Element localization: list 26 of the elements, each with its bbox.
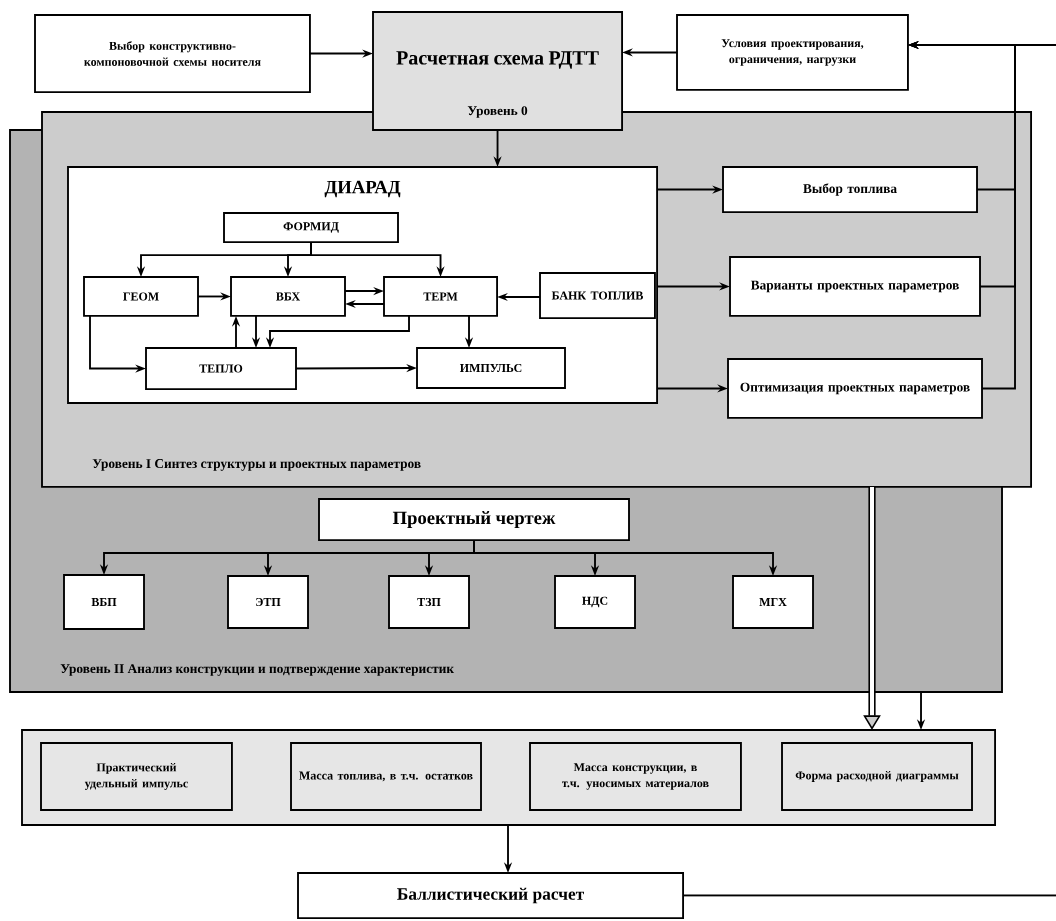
input-box: Выбор конструктивно-компоновочной схемы носителя: [34, 14, 311, 93]
module-box: ВБХ: [230, 276, 346, 317]
module-box: БАНК ТОПЛИВ: [539, 272, 656, 319]
module-box: ВБП: [63, 574, 145, 630]
process-box: Баллистический расчет: [297, 872, 684, 919]
module-box: ЭТП: [227, 575, 309, 629]
connector-line: [682, 894, 1056, 897]
output-box: Форма расходной диаграммы: [781, 742, 973, 811]
module-box: МГХ: [732, 575, 814, 629]
input-box: Условия проектирования, ограничения, нагрузки: [676, 14, 909, 91]
output-box: Практический удельный импульс: [40, 742, 233, 811]
arrow: [863, 486, 881, 730]
output-box: Масса конструкции, в т.ч. уносимых материалов: [529, 742, 742, 811]
output-box: Масса топлива, в т.ч. остатков: [290, 742, 482, 811]
process-box: Проектный чертеж: [318, 498, 630, 541]
module-box: ТЕПЛО: [145, 347, 297, 390]
process-box: Оптимизация проектных параметров: [727, 358, 983, 419]
module-box: ИМПУЛЬС: [416, 347, 566, 389]
module-box: ФОРМИД: [223, 212, 399, 243]
scheme-box: Расчетная схема РДТТ Уровень 0: [372, 11, 623, 131]
module-box: ГЕОМ: [83, 276, 199, 317]
module-box: ТЕРМ: [383, 276, 498, 317]
module-box: НДС: [554, 575, 636, 629]
process-box: Выбор топлива: [722, 166, 978, 213]
module-box: ТЗП: [388, 575, 470, 629]
process-box: Варианты проектных параметров: [729, 256, 981, 317]
